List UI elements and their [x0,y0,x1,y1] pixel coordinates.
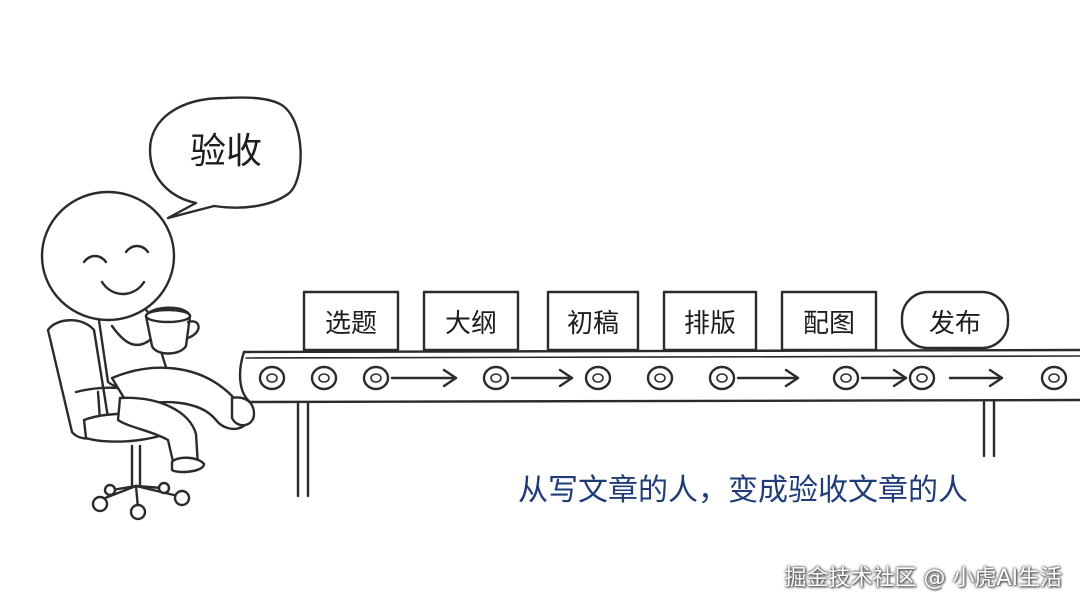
pipeline-step: 排版 [662,290,758,352]
roller-icon [482,365,510,391]
roller-icon [1040,365,1068,391]
pipeline-step: 初稿 [546,290,640,352]
tagline: 从写文章的人，变成验收文章的人 [518,473,968,508]
roller-icon [310,365,338,391]
arrow-right-icon [736,368,800,388]
pipeline-step-label: 发布 [929,309,981,339]
speech-bubble-text: 验收 [190,131,262,172]
conveyor-belt [238,348,1080,498]
pipeline-step-label: 配图 [803,309,855,339]
speech-bubble: 验收 [148,96,302,220]
roller-icon [258,365,286,391]
roller-icon [708,365,736,391]
pipeline-step: 大纲 [422,290,520,352]
pipeline-step-final: 发布 [900,290,1010,350]
roller-icon [832,365,860,391]
pipeline-steps: 选题 大纲 初稿 排版 配图 发布 [302,290,1010,352]
arrow-right-icon [948,368,1004,388]
roller-icon [646,365,674,391]
watermark: 掘金技术社区 @ 小虎AI生活 [784,566,1062,591]
coffee-cup-icon [144,306,200,355]
pipeline-step-label: 排版 [684,309,736,339]
stick-figure [40,190,256,474]
pipeline-step: 选题 [302,290,400,352]
pipeline-step-label: 初稿 [567,309,619,339]
arrow-right-icon [390,368,458,388]
roller-icon [584,365,612,391]
roller-icon [908,365,936,391]
arrow-right-icon [510,368,574,388]
roller-icon [362,365,390,391]
arrow-right-icon [860,368,908,388]
pipeline-step: 配图 [780,290,878,352]
pipeline-step-label: 选题 [325,309,377,339]
pipeline-step-label: 大纲 [445,309,497,339]
